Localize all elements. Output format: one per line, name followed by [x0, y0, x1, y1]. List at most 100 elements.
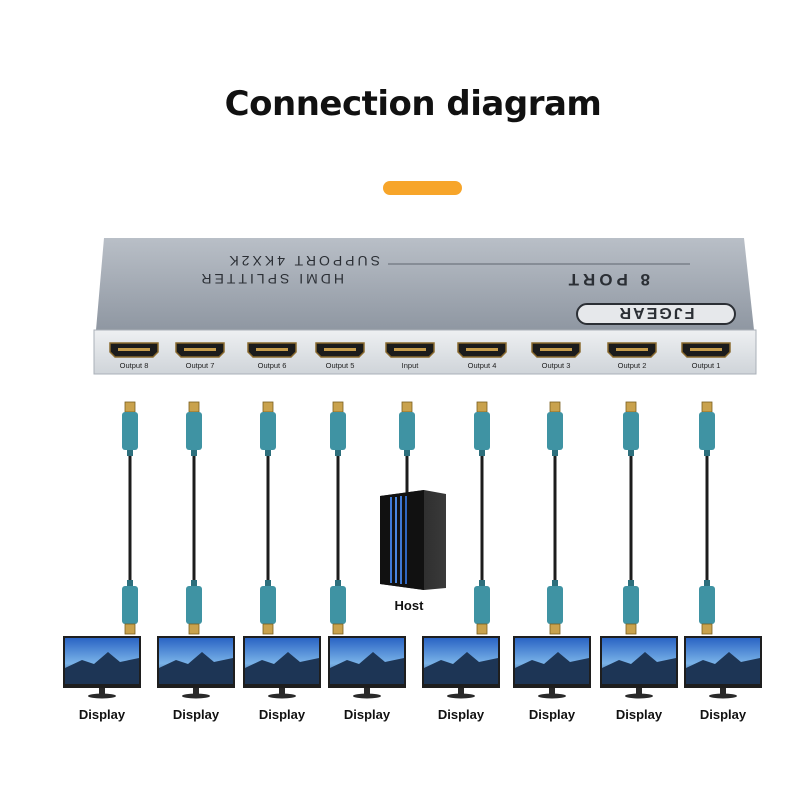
- port-label: Input: [402, 361, 420, 370]
- cable-group: [122, 401, 715, 635]
- monitor-stand-base: [709, 693, 737, 699]
- port-label: Output 4: [468, 361, 497, 370]
- screen-mountains: [686, 652, 760, 684]
- hdmi-cable-output: [186, 401, 202, 635]
- hdmi-plug-tip: [476, 623, 488, 635]
- hdmi-plug-strain-relief: [191, 580, 197, 586]
- hdmi-plug-strain-relief: [404, 450, 410, 456]
- hdmi-plug-tip: [188, 623, 200, 635]
- hdmi-cable-input: [399, 401, 415, 500]
- hdmi-plug-strain-relief: [127, 450, 133, 456]
- hdmi-plug-body: [474, 586, 490, 624]
- page-title: Connection diagram: [224, 84, 602, 124]
- display-label: Display: [529, 707, 576, 722]
- hdmi-plug-strain-relief: [552, 450, 558, 456]
- hdmi-plug-strain-relief: [479, 580, 485, 586]
- screen-mountains: [159, 652, 233, 684]
- display-label: Display: [616, 707, 663, 722]
- monitor-neck: [549, 688, 555, 694]
- hdmi-plug-tip: [476, 401, 488, 413]
- hdmi-plug-body: [547, 586, 563, 624]
- port-label: Output 6: [258, 361, 287, 370]
- port-row: Output 8 Output 7 Output 6 Output 5 Input Out…: [109, 342, 731, 370]
- hdmi-plug-tip: [401, 401, 413, 413]
- hdmi-plug-tip: [625, 623, 637, 635]
- monitor-neck: [364, 688, 370, 694]
- device-text-line2: HDMI SPLITTER: [198, 271, 344, 287]
- screen-mountains: [424, 652, 498, 684]
- hdmi-plug-tip: [549, 623, 561, 635]
- device-text-line3: SUPPORT 4KX2K: [226, 253, 380, 269]
- hdmi-plug-tip: [332, 623, 344, 635]
- monitor-stand-base: [182, 693, 210, 699]
- hdmi-port: Output 8: [109, 342, 159, 370]
- hdmi-plug-strain-relief: [704, 580, 710, 586]
- hdmi-port: Output 3: [531, 342, 581, 370]
- hdmi-plug-strain-relief: [191, 450, 197, 456]
- brand-logo: FJGEAR: [576, 303, 736, 325]
- hdmi-plug-strain-relief: [127, 580, 133, 586]
- hdmi-port: Output 2: [607, 342, 657, 370]
- hdmi-plug-tip: [625, 401, 637, 413]
- monitor-neck: [720, 688, 726, 694]
- monitor-neck: [193, 688, 199, 694]
- hdmi-cable-output: [260, 401, 276, 635]
- hdmi-port-pins: [690, 348, 722, 351]
- monitor-stand-base: [538, 693, 566, 699]
- hdmi-port: Output 1: [681, 342, 731, 370]
- monitor-neck: [636, 688, 642, 694]
- hdmi-plug-body: [547, 412, 563, 450]
- hdmi-plug-tip: [124, 623, 136, 635]
- hdmi-plug-body: [699, 586, 715, 624]
- display-label: Display: [173, 707, 220, 722]
- hdmi-plug-strain-relief: [628, 580, 634, 586]
- hdmi-plug-strain-relief: [552, 580, 558, 586]
- hdmi-port-pins: [184, 348, 216, 351]
- hdmi-cable-output: [330, 401, 346, 635]
- monitor-neck: [279, 688, 285, 694]
- hdmi-cable-output: [699, 401, 715, 635]
- hdmi-plug-body: [330, 586, 346, 624]
- hdmi-port: Output 6: [247, 342, 297, 370]
- port-label: Output 7: [186, 361, 215, 370]
- hdmi-port: Input: [385, 342, 435, 370]
- hdmi-port-pins: [540, 348, 572, 351]
- hdmi-plug-tip: [124, 401, 136, 413]
- display-monitor: Display: [422, 636, 500, 722]
- monitor-stand-base: [88, 693, 116, 699]
- display-monitor: Display: [684, 636, 762, 722]
- monitor-stand-base: [625, 693, 653, 699]
- display-label: Display: [259, 707, 306, 722]
- hdmi-plug-strain-relief: [335, 450, 341, 456]
- hdmi-plug-body: [260, 586, 276, 624]
- display-label: Display: [79, 707, 126, 722]
- display-label: Display: [438, 707, 485, 722]
- port-label: Output 2: [618, 361, 647, 370]
- hdmi-plug-strain-relief: [265, 450, 271, 456]
- hdmi-plug-tip: [262, 623, 274, 635]
- host-computer: Host: [380, 490, 446, 613]
- hdmi-port-pins: [616, 348, 648, 351]
- host-label: Host: [395, 598, 425, 613]
- hdmi-cable-output: [474, 401, 490, 635]
- hdmi-plug-body: [474, 412, 490, 450]
- device-text-line1: 8 PORT: [565, 270, 650, 289]
- hdmi-plug-tip: [701, 623, 713, 635]
- monitor-neck: [458, 688, 464, 694]
- hdmi-plug-strain-relief: [704, 450, 710, 456]
- hdmi-plug-body: [330, 412, 346, 450]
- port-label: Output 3: [542, 361, 571, 370]
- hdmi-plug-tip: [701, 401, 713, 413]
- display-monitor: Display: [513, 636, 591, 722]
- port-label: Output 1: [692, 361, 721, 370]
- hdmi-plug-tip: [332, 401, 344, 413]
- display-monitor: Display: [328, 636, 406, 722]
- display-monitor: Display: [600, 636, 678, 722]
- hdmi-plug-body: [186, 412, 202, 450]
- display-monitor: Display: [243, 636, 321, 722]
- hdmi-plug-body: [186, 586, 202, 624]
- hdmi-port: Output 5: [315, 342, 365, 370]
- display-monitor: Display: [63, 636, 141, 722]
